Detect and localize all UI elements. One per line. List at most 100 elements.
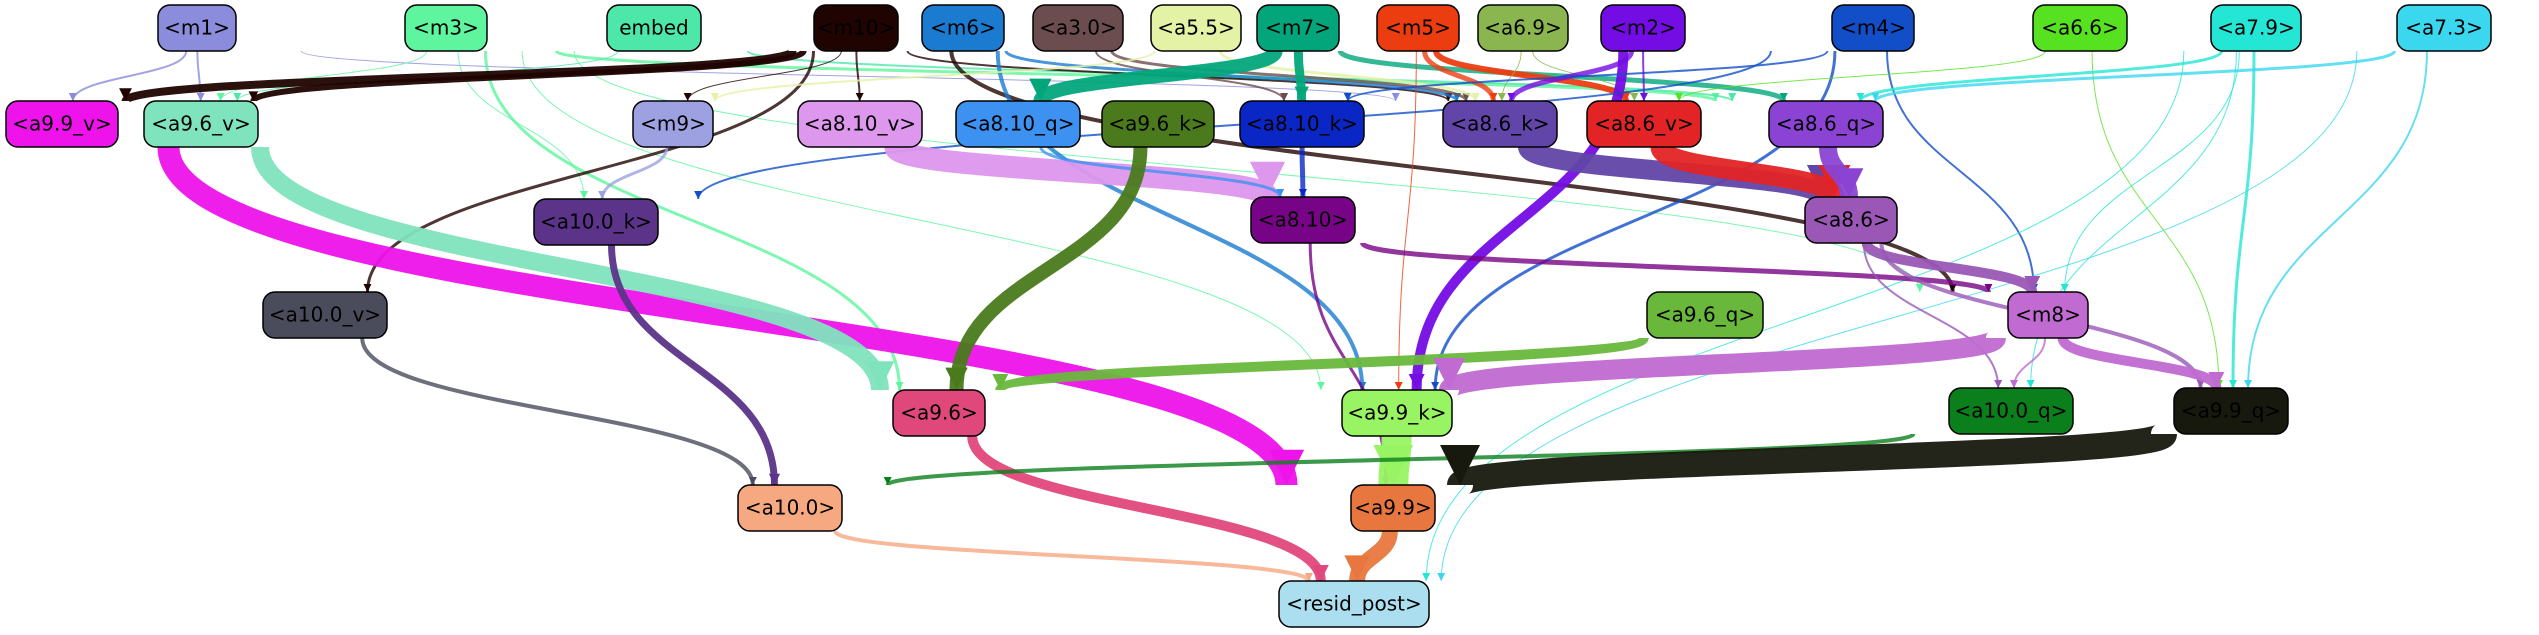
node-resid-post[interactable]: <resid_post> bbox=[1278, 580, 1430, 628]
edge-arrowhead-m5-to-a8_6_v bbox=[1621, 91, 1631, 101]
node-a10-0[interactable]: <a10.0> bbox=[737, 484, 843, 532]
node-a6-6[interactable]: <a6.6> bbox=[2032, 4, 2128, 52]
node-a8-10-q[interactable]: <a8.10_q> bbox=[955, 100, 1081, 148]
node-a9-9-q[interactable]: <a9.9_q> bbox=[2173, 387, 2289, 435]
node-box bbox=[1101, 100, 1215, 148]
edge-a7_9-to-a8_6_q bbox=[1858, 50, 2224, 102]
edge-arrowhead-a9_6_k-to-a9_6 bbox=[945, 367, 968, 390]
edge-arrowhead-m10-to-a10_0_v bbox=[363, 284, 372, 292]
node-a5-5[interactable]: <a5.5> bbox=[1150, 4, 1242, 52]
node-a9-9-k[interactable]: <a9.9_k> bbox=[1341, 389, 1453, 437]
node-box bbox=[2007, 291, 2089, 339]
edge-arrowhead-embed-to-a8_6_q bbox=[1728, 93, 1737, 101]
node-a7-3[interactable]: <a7.3> bbox=[2396, 4, 2492, 52]
node-box bbox=[1442, 100, 1558, 148]
node-box bbox=[921, 4, 1005, 52]
edge-a10_0_k-to-a10_0 bbox=[608, 244, 778, 486]
edge-a9_6-to-resid_post bbox=[967, 435, 1326, 582]
node-m3[interactable]: <m3> bbox=[404, 4, 488, 52]
node-a10-0-q[interactable]: <a10.0_q> bbox=[1948, 387, 2074, 435]
node-a9-9[interactable]: <a9.9> bbox=[1350, 484, 1436, 532]
node-box bbox=[157, 4, 237, 52]
node-box bbox=[5, 100, 119, 148]
edge-a10_0-to-resid_post bbox=[833, 529, 1311, 583]
edge-a9_6_v-to-a9_6 bbox=[251, 145, 889, 392]
node-a8-10[interactable]: <a8.10> bbox=[1250, 196, 1356, 244]
node-m5[interactable]: <m5> bbox=[1376, 4, 1460, 52]
node-a9-6-q[interactable]: <a9.6_q> bbox=[1646, 291, 1764, 339]
node-a9-6-k[interactable]: <a9.6_k> bbox=[1101, 100, 1215, 148]
node-label: <a6.6> bbox=[2041, 16, 2119, 40]
node-label: <a10.0> bbox=[745, 496, 835, 520]
node-embed[interactable]: embed bbox=[606, 4, 702, 52]
node-a8-10-k[interactable]: <a8.10_k> bbox=[1239, 100, 1365, 148]
edge-arrowhead-m9-to-a10_0_k bbox=[598, 191, 607, 199]
node-a8-6-q[interactable]: <a8.6_q> bbox=[1768, 100, 1884, 148]
edge-m10-to-a9_6_v bbox=[250, 48, 807, 104]
node-m1[interactable]: <m1> bbox=[157, 4, 237, 52]
node-box bbox=[1376, 4, 1460, 52]
node-box bbox=[1150, 4, 1242, 52]
node-a9-6-v[interactable]: <a9.6_v> bbox=[143, 100, 259, 148]
node-box bbox=[2396, 4, 2492, 52]
node-m9[interactable]: <m9> bbox=[632, 100, 714, 148]
node-m2[interactable]: <m2> bbox=[1600, 4, 1686, 52]
node-a8-6-v[interactable]: <a8.6_v> bbox=[1586, 100, 1702, 148]
node-label: <a9.9_k> bbox=[1347, 401, 1446, 425]
edge-arrowhead-a7_3-to-resid_post bbox=[1437, 573, 1446, 581]
edge-arrowhead-a7_3-to-a9_9_q bbox=[2244, 380, 2253, 388]
node-a8-10-v[interactable]: <a8.10_v> bbox=[797, 100, 923, 148]
edge-m3-to-m8 bbox=[573, 50, 1921, 293]
edge-arrowhead-m5-to-a8_6_k bbox=[1489, 93, 1498, 101]
edge-arrowhead-a10_0_q-to-a10_0 bbox=[883, 477, 892, 485]
node-a9-9-v[interactable]: <a9.9_v> bbox=[5, 100, 119, 148]
node-a10-0-v[interactable]: <a10.0_v> bbox=[262, 291, 388, 339]
node-label: <a8.10_v> bbox=[804, 112, 916, 136]
edge-arrowhead-a9_6_q-to-a9_6 bbox=[992, 374, 1009, 390]
node-m6[interactable]: <m6> bbox=[921, 4, 1005, 52]
node-box bbox=[1477, 4, 1569, 52]
node-a3-0[interactable]: <a3.0> bbox=[1032, 4, 1124, 52]
node-label: <m10> bbox=[817, 16, 895, 40]
node-a9-6[interactable]: <a9.6> bbox=[892, 389, 986, 437]
node-label: <m4> bbox=[1840, 16, 1906, 40]
node-a7-9[interactable]: <a7.9> bbox=[2210, 4, 2302, 52]
node-m7[interactable]: <m7> bbox=[1256, 4, 1340, 52]
node-box bbox=[1804, 196, 1898, 244]
edge-arrowhead-a8_6-to-a9_9_q bbox=[2196, 380, 2205, 388]
edge-a5_5-to-a8_6_k bbox=[1218, 50, 1478, 102]
node-m10[interactable]: <m10> bbox=[813, 4, 899, 52]
edge-arrowhead-a9_9_v-to-a9_9 bbox=[1268, 449, 1305, 485]
edge-arrowhead-a9_6-to-resid_post bbox=[1312, 565, 1329, 581]
node-box bbox=[404, 4, 488, 52]
node-a6-9[interactable]: <a6.9> bbox=[1477, 4, 1569, 52]
node-box bbox=[1256, 4, 1340, 52]
edge-a9_6_q-to-a9_6 bbox=[995, 333, 1649, 395]
node-box bbox=[1768, 100, 1884, 148]
node-a8-6-k[interactable]: <a8.6_k> bbox=[1442, 100, 1558, 148]
node-box bbox=[2210, 4, 2302, 52]
edge-a9_9_v-to-a9_9 bbox=[157, 145, 1298, 487]
edge-m8-to-a9_9_k bbox=[1439, 328, 2006, 400]
edge-arrowhead-a6_6-to-a8_6_v bbox=[1674, 93, 1683, 101]
node-box bbox=[2173, 387, 2289, 435]
edge-arrowhead-m1-to-a9_9_v bbox=[68, 93, 77, 101]
node-a8-6[interactable]: <a8.6> bbox=[1804, 196, 1898, 244]
edge-arrowhead-a7_9-to-a8_6_q bbox=[1856, 93, 1865, 101]
node-a10-0-k[interactable]: <a10.0_k> bbox=[533, 198, 659, 246]
node-label: <a6.9> bbox=[1484, 16, 1562, 40]
edge-a7_9-to-a9_9_q bbox=[2231, 50, 2256, 389]
edge-arrowhead-a6_9-to-a8_6_k bbox=[1497, 93, 1506, 101]
node-label: <a9.6_v> bbox=[151, 112, 250, 136]
edge-m10-to-a10_0_v bbox=[365, 50, 816, 293]
edge-arrowhead-embed-to-a9_6_v bbox=[233, 93, 242, 101]
node-m8[interactable]: <m8> bbox=[2007, 291, 2089, 339]
node-m4[interactable]: <m4> bbox=[1831, 4, 1915, 52]
edge-arrowhead-a8_10_k-to-a8_10 bbox=[1298, 189, 1307, 197]
edge-arrowhead-m8-to-a10_0_q bbox=[2009, 380, 2018, 388]
edge-arrowhead-a8_6_q-to-a8_6 bbox=[1834, 168, 1864, 197]
edge-arrowhead-a7_9-to-a10_0_q bbox=[2026, 380, 2035, 388]
node-box bbox=[1831, 4, 1915, 52]
node-box bbox=[1239, 100, 1365, 148]
edge-arrowhead-m7-to-a8_10_k bbox=[1294, 86, 1309, 101]
